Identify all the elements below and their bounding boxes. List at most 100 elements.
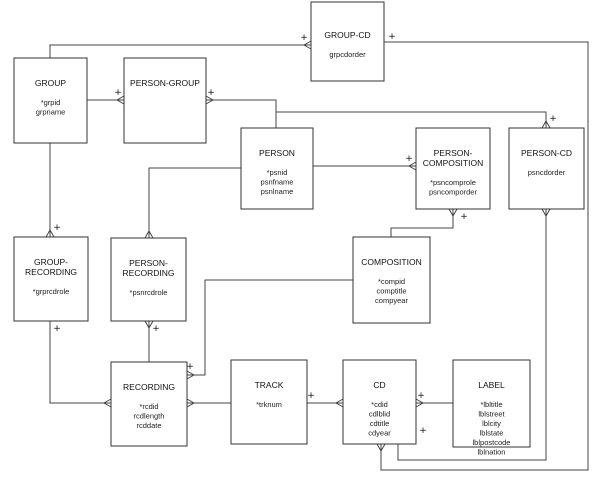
crows-foot-mark <box>376 443 386 453</box>
entity-attribute: psnfname <box>261 178 294 187</box>
entity-name: RECORDING <box>123 382 175 392</box>
entity-box <box>13 57 88 144</box>
entity-attribute: grpcdorder <box>329 50 366 59</box>
entity-label: LABEL*lbltitlelblstreetlblcitylblstatelb… <box>452 359 531 457</box>
entity-group-recording: GROUP-RECORDING *grprcdrole <box>13 236 89 322</box>
relationship-line <box>187 279 353 376</box>
relationship-line <box>49 321 111 404</box>
relationship-markers: ++++++++++++++ <box>45 32 557 453</box>
entity-attribute: *psncomprole <box>430 178 476 187</box>
relationship-line <box>206 99 277 128</box>
crows-foot-mark <box>115 95 125 105</box>
crows-foot-mark <box>102 398 112 408</box>
entity-group-cd: GROUP-CD grpcdorder <box>310 1 385 82</box>
entity-name: TRACK <box>255 380 284 390</box>
entity-box <box>123 57 207 144</box>
entity-box <box>110 237 187 322</box>
one-marker: + <box>152 324 160 334</box>
entity-attribute: cdlblid <box>369 410 390 419</box>
one-marker: + <box>460 212 468 222</box>
entity-name: GROUP-CD <box>324 30 370 40</box>
entity-attribute: lblnation <box>478 448 506 457</box>
crows-foot-mark <box>415 398 425 408</box>
entity-box <box>13 236 89 322</box>
entity-name: PERSON-CD <box>521 148 572 158</box>
relationship-line <box>148 167 241 238</box>
entity-attribute: psnlname <box>261 187 294 196</box>
one-marker: + <box>207 88 215 98</box>
crows-foot-mark <box>407 161 417 171</box>
entity-name: GROUP- <box>34 257 68 267</box>
entity-attribute: *psnid <box>267 168 288 177</box>
crows-foot-mark <box>541 208 551 218</box>
entity-box <box>508 127 585 210</box>
entity-attribute: *rcdid <box>139 402 158 411</box>
entity-attribute: psncomporder <box>429 188 477 197</box>
crows-foot-mark <box>302 40 312 50</box>
entity-boxes: GROUP-CDgrpcdorderGROUP*grpidgrpnamePERS… <box>13 1 585 457</box>
entity-attribute: *grpid <box>41 98 61 107</box>
crows-foot-mark <box>45 228 55 238</box>
one-marker: + <box>53 324 61 334</box>
entity-attribute: lblstreet <box>478 410 505 419</box>
one-marker: + <box>53 223 61 233</box>
entity-name: RECORDING <box>123 268 175 278</box>
entity-track: TRACK *trknum <box>230 359 308 445</box>
relationship-line <box>276 111 547 128</box>
entity-name: PERSON-GROUP <box>130 78 200 88</box>
crows-foot-mark <box>186 398 196 408</box>
relationship-line <box>390 209 454 237</box>
one-marker: + <box>300 33 308 43</box>
entity-name: PERSON <box>259 148 295 158</box>
entity-attribute: *compid <box>378 277 405 286</box>
crows-foot-mark <box>144 320 154 330</box>
entity-attribute: cdyear <box>368 429 391 438</box>
entity-name: PERSON- <box>129 258 168 268</box>
entity-attribute: lblpostcode <box>473 438 511 447</box>
entity-attribute: lblstate <box>480 429 504 438</box>
entity-attribute: lblcity <box>482 419 501 428</box>
entity-name: COMPOSITION <box>361 257 421 267</box>
entity-name: RECORDING <box>25 267 77 277</box>
crows-foot-mark <box>186 370 196 380</box>
entity-box <box>342 359 417 445</box>
entity-attribute: cdtitle <box>370 419 390 428</box>
one-marker: + <box>419 426 427 436</box>
entity-name: COMPOSITION <box>423 158 483 168</box>
entity-attribute: *trknum <box>256 400 282 409</box>
crows-foot-mark <box>334 398 344 408</box>
entity-box <box>240 127 314 210</box>
entity-box <box>352 236 431 324</box>
entity-attribute: *lbltitle <box>480 400 502 409</box>
entity-name: CD <box>373 380 385 390</box>
entity-person-recording: PERSON-RECORDING*psnrcdrole <box>110 237 187 322</box>
entity-person-composition: PERSON-COMPOSITION *psncomprolepsncompord… <box>415 127 491 210</box>
entity-box <box>452 359 531 448</box>
one-marker: + <box>114 88 122 98</box>
one-marker: + <box>405 154 413 164</box>
crows-foot-mark <box>144 229 154 239</box>
crows-foot-mark <box>541 119 551 129</box>
entity-attribute: rcdlength <box>134 412 165 421</box>
entity-box <box>310 1 385 82</box>
one-marker: + <box>417 391 425 401</box>
entity-attribute: rcddate <box>136 421 161 430</box>
one-marker: + <box>307 391 315 401</box>
entity-box <box>110 361 188 447</box>
entity-attribute: *cdid <box>371 400 388 409</box>
entity-attribute: *grprcdrole <box>33 287 70 296</box>
entity-box <box>230 359 308 445</box>
entity-person-group: PERSON-GROUP <box>123 57 207 144</box>
entity-attribute: grpname <box>36 108 66 117</box>
entity-name: LABEL <box>478 380 505 390</box>
one-marker: + <box>388 32 396 42</box>
entity-name: PERSON- <box>434 148 473 158</box>
entity-name: GROUP <box>35 78 67 88</box>
